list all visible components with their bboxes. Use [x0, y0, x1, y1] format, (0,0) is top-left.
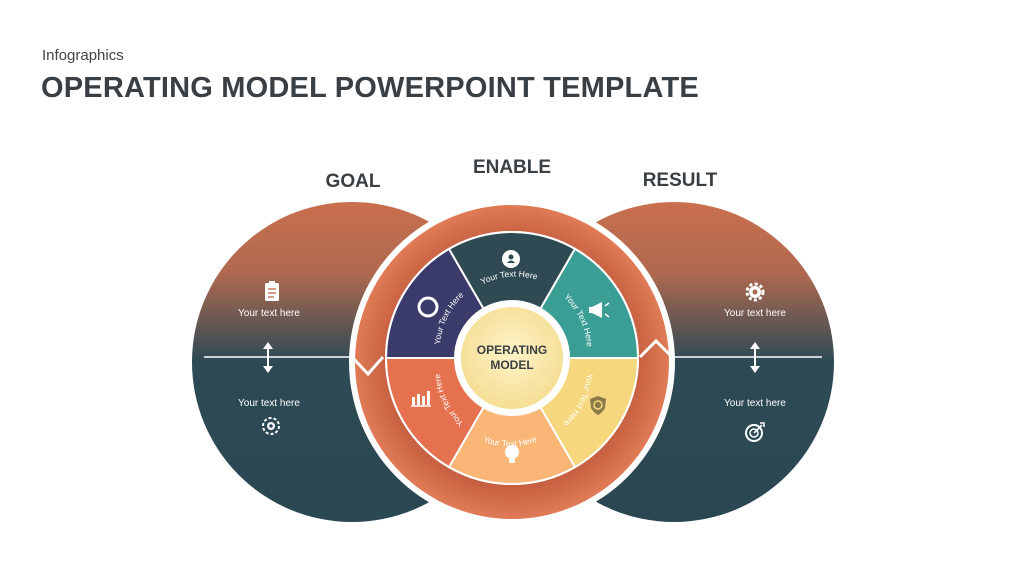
result-heading: RESULT [643, 170, 718, 191]
slide-subtitle: Infographics [42, 47, 124, 64]
segment-5-textpath: Your Text Here [482, 434, 538, 449]
shield-check-icon [590, 396, 606, 415]
result-double-arrow-icon [750, 342, 760, 373]
goal-top-text: Your text here [238, 308, 300, 319]
center-line-1: OPERATING [477, 343, 547, 357]
slide-title: OPERATING MODEL POWERPOINT TEMPLATE [41, 72, 699, 104]
gear-circle-icon [262, 417, 280, 435]
goal-double-arrow-icon [263, 342, 273, 373]
bar-chart-icon [411, 391, 431, 407]
enable-heading: ENABLE [473, 157, 551, 178]
result-bottom-text: Your text here [724, 398, 786, 409]
goal-bottom-text: Your text here [238, 398, 300, 409]
segment-wheel-outline [385, 231, 639, 485]
segment-5-text: Your Text Here [482, 434, 538, 449]
center-line-2: MODEL [490, 358, 533, 372]
target-icon [745, 422, 765, 442]
settings-person-icon [502, 250, 520, 268]
clipboard-icon [265, 281, 279, 301]
megaphone-icon [589, 302, 610, 318]
lightbulb-icon [505, 445, 519, 463]
right-notch [638, 338, 674, 359]
center-circle [454, 300, 570, 416]
result-top-text: Your text here [724, 308, 786, 319]
goal-heading: GOAL [326, 171, 381, 192]
gear-icon [745, 282, 765, 302]
left-notch [350, 355, 385, 377]
lifebuoy-icon [417, 296, 439, 318]
